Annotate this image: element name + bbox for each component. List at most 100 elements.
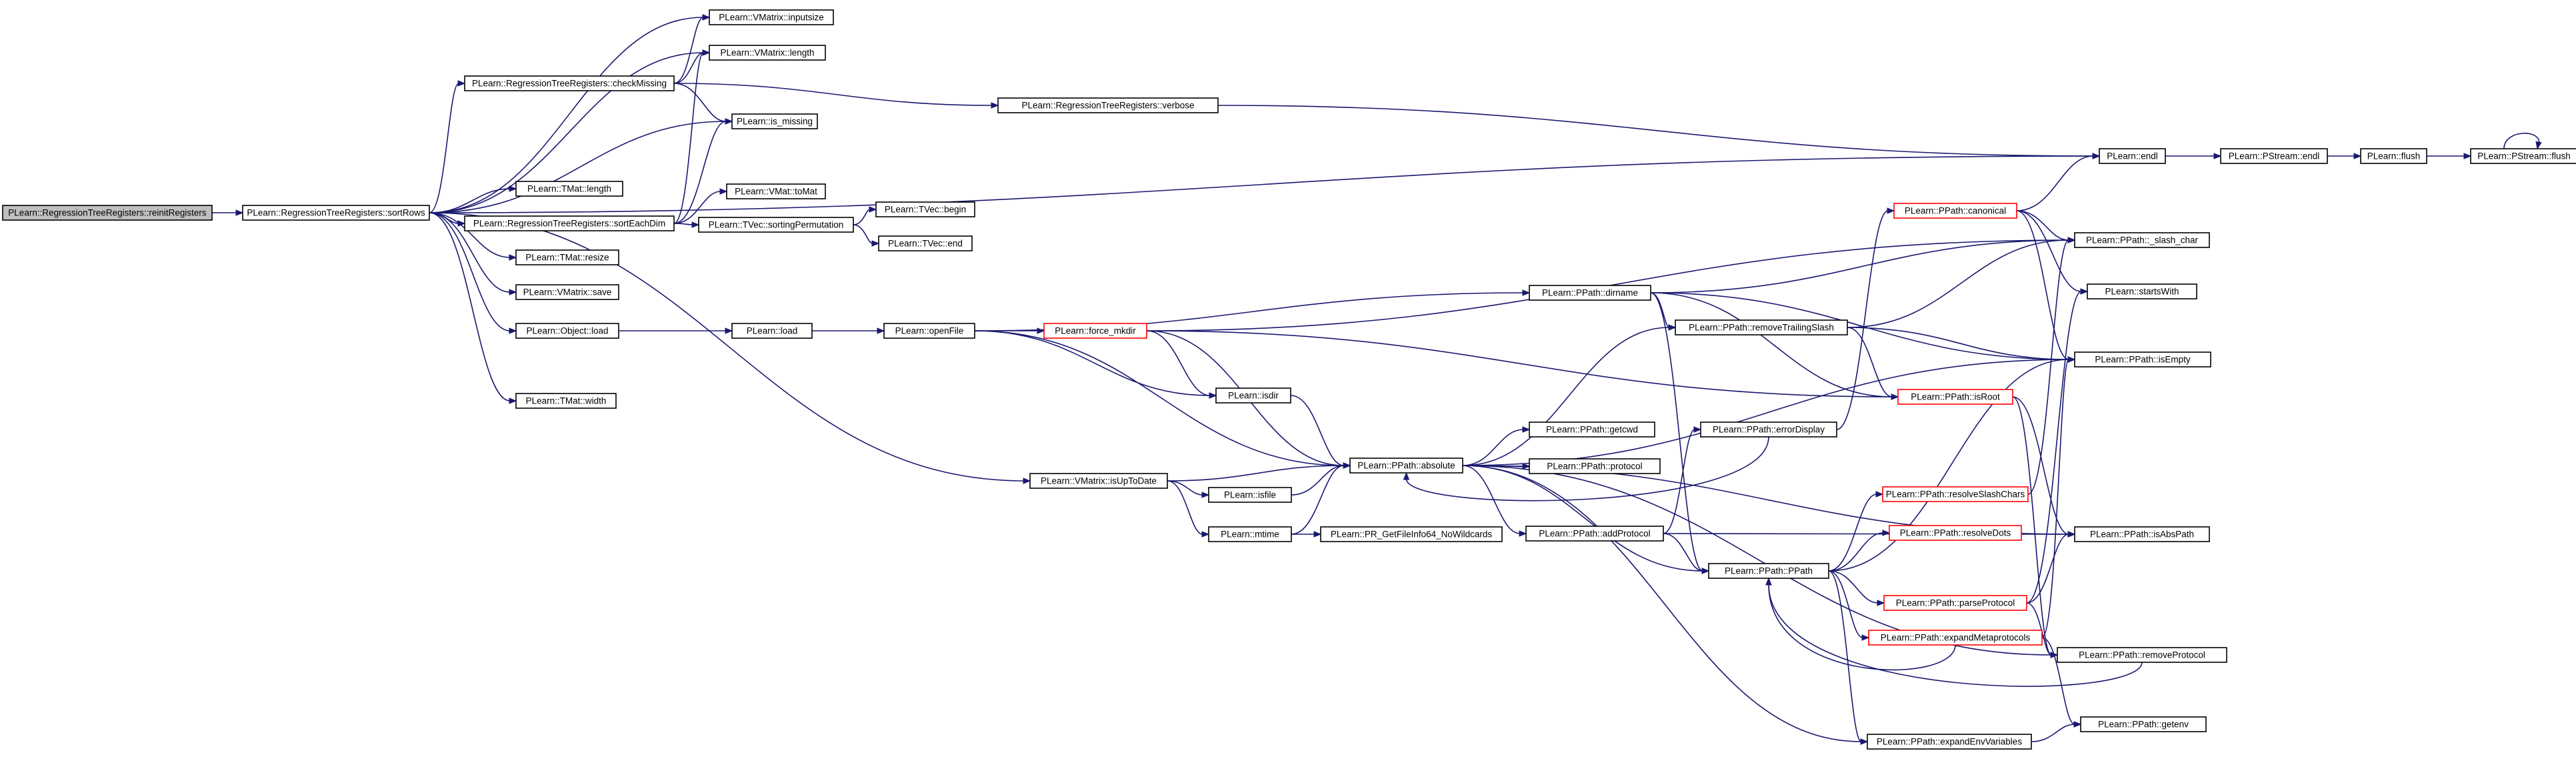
edge-dirname-to-isRoot bbox=[1650, 292, 1893, 398]
node-inputsize[interactable]: PLearn::VMatrix::inputsize bbox=[709, 9, 834, 25]
edge-parseProtocol-to-removeProtocol bbox=[2026, 602, 2052, 656]
node-vmlength[interactable]: PLearn::VMatrix::length bbox=[709, 45, 826, 61]
arrowhead bbox=[2213, 153, 2222, 159]
node-psendl[interactable]: PLearn::PStream::endl bbox=[2220, 148, 2328, 164]
node-label: PLearn::RegressionTreeRegisters::sortEac… bbox=[473, 219, 665, 229]
node-mtime[interactable]: PLearn::mtime bbox=[1208, 526, 1292, 542]
arrowhead bbox=[1201, 492, 1210, 498]
node-protocol[interactable]: PLearn::PPath::protocol bbox=[1529, 458, 1661, 474]
node-absolute[interactable]: PLearn::PPath::absolute bbox=[1349, 458, 1463, 474]
node-expandMeta[interactable]: PLearn::PPath::expandMetaprotocols bbox=[1868, 630, 2043, 646]
arrowhead bbox=[1701, 568, 1710, 574]
node-save[interactable]: PLearn::VMatrix::save bbox=[515, 284, 619, 300]
edge-removeTrailing-to-isEmpty bbox=[1847, 327, 2069, 360]
node-label: PLearn::RegressionTreeRegisters::checkMi… bbox=[472, 79, 667, 89]
node-box bbox=[1893, 203, 2017, 219]
node-reinit[interactable]: PLearn::RegressionTreeRegisters::reinitR… bbox=[2, 205, 213, 221]
edge-canonical-to-startsWith bbox=[2016, 210, 2082, 292]
edge-sortEachDim-to-toMat bbox=[673, 191, 721, 224]
edge-isUpToDate-to-mtime bbox=[1167, 480, 1203, 535]
node-errorDisplay[interactable]: PLearn::PPath::errorDisplay bbox=[1700, 422, 1837, 438]
node-box bbox=[709, 45, 826, 61]
node-dirname[interactable]: PLearn::PPath::dirname bbox=[1529, 285, 1651, 301]
node-isEmpty[interactable]: PLearn::PPath::isEmpty bbox=[2074, 351, 2211, 367]
arrowhead bbox=[1403, 472, 1410, 480]
node-isdir[interactable]: PLearn::isdir bbox=[1215, 387, 1291, 404]
node-endl[interactable]: PLearn::endl bbox=[2099, 148, 2166, 164]
node-load[interactable]: PLearn::load bbox=[731, 323, 813, 339]
node-isAbsPath[interactable]: PLearn::PPath::isAbsPath bbox=[2074, 526, 2210, 542]
arrowhead bbox=[1891, 394, 1899, 400]
node-tmlength[interactable]: PLearn::TMat::length bbox=[515, 181, 623, 197]
node-tvend[interactable]: PLearn::TVec::end bbox=[878, 235, 973, 251]
node-resolveSlash[interactable]: PLearn::PPath::resolveSlashChars bbox=[1882, 486, 2029, 502]
arrowhead bbox=[1668, 324, 1677, 331]
edge-canonical-to-slashchar bbox=[2016, 210, 2069, 241]
arrowhead bbox=[509, 398, 517, 404]
node-ismissing[interactable]: PLearn::is_missing bbox=[731, 113, 818, 129]
edge-expandEnv-to-getenv bbox=[2031, 724, 2075, 742]
node-openFile[interactable]: PLearn::openFile bbox=[883, 323, 975, 339]
node-removeProtocol[interactable]: PLearn::PPath::removeProtocol bbox=[2057, 647, 2227, 663]
node-box bbox=[726, 183, 826, 199]
node-toMat[interactable]: PLearn::VMat::toMat bbox=[726, 183, 826, 199]
node-box bbox=[2360, 148, 2427, 164]
node-box bbox=[1868, 630, 2043, 646]
edge-checkMissing-to-verbose bbox=[673, 83, 993, 106]
node-objload[interactable]: PLearn::Object::load bbox=[515, 323, 619, 339]
node-startsWith[interactable]: PLearn::startsWith bbox=[2087, 283, 2197, 299]
arrowhead bbox=[719, 188, 728, 195]
node-box bbox=[875, 201, 975, 217]
node-verbose[interactable]: PLearn::RegressionTreeRegisters::verbose bbox=[997, 97, 1219, 113]
node-checkMissing[interactable]: PLearn::RegressionTreeRegisters::checkMi… bbox=[464, 75, 675, 91]
arrowhead bbox=[725, 118, 733, 125]
node-label: PLearn::PPath::resolveSlashChars bbox=[1886, 490, 2025, 500]
node-getenv[interactable]: PLearn::PPath::getenv bbox=[2080, 716, 2207, 732]
edge-ppath-to-parseProtocol bbox=[1828, 570, 1879, 604]
node-resolveDots[interactable]: PLearn::PPath::resolveDots bbox=[1889, 525, 2022, 541]
node-label: PLearn::PPath::expandMetaprotocols bbox=[1881, 633, 2031, 643]
edge-resolveSlash-to-slashchar bbox=[2027, 239, 2069, 495]
node-canonical[interactable]: PLearn::PPath::canonical bbox=[1893, 203, 2017, 219]
node-getcwd[interactable]: PLearn::PPath::getcwd bbox=[1529, 422, 1655, 438]
node-flush[interactable]: PLearn::flush bbox=[2360, 148, 2427, 164]
nodes-layer: PLearn::RegressionTreeRegisters::reinitR… bbox=[2, 9, 2576, 750]
node-box bbox=[1529, 285, 1651, 301]
node-psflush[interactable]: PLearn::PStream::flush bbox=[2470, 148, 2576, 164]
edge-mtime-to-absolute bbox=[1291, 465, 1345, 535]
node-tmwidth[interactable]: PLearn::TMat::width bbox=[515, 393, 617, 409]
node-sortPerm[interactable]: PLearn::TVec::sortingPermutation bbox=[698, 217, 854, 233]
node-prget[interactable]: PLearn::PR_GetFileInfo64_NoWildcards bbox=[1320, 526, 1503, 542]
node-label: PLearn::PPath::addProtocol bbox=[1539, 529, 1650, 539]
edge-expandMeta-to-getenv bbox=[2041, 637, 2075, 725]
node-label: PLearn::endl bbox=[2107, 151, 2158, 161]
node-isfile[interactable]: PLearn::isfile bbox=[1208, 487, 1292, 503]
arrowhead bbox=[1023, 478, 1031, 484]
node-label: PLearn::is_missing bbox=[737, 117, 813, 127]
node-box bbox=[515, 284, 619, 300]
arrowhead bbox=[509, 254, 517, 261]
node-box bbox=[709, 9, 834, 25]
arrowhead bbox=[457, 80, 466, 87]
node-label: PLearn::PPath::protocol bbox=[1547, 462, 1642, 472]
node-tvbegin[interactable]: PLearn::TVec::begin bbox=[875, 201, 975, 217]
arrowhead bbox=[2067, 531, 2076, 538]
edge-expandMeta-to-ppath bbox=[1768, 584, 1956, 671]
node-resize[interactable]: PLearn::TMat::resize bbox=[515, 249, 619, 265]
edge-dirname-to-slashchar bbox=[1650, 239, 2069, 293]
node-isUpToDate[interactable]: PLearn::VMatrix::isUpToDate bbox=[1029, 473, 1168, 489]
edge-dirname-to-ppath bbox=[1650, 292, 1703, 572]
node-box bbox=[1675, 319, 1848, 335]
node-removeTrailing[interactable]: PLearn::PPath::removeTrailingSlash bbox=[1675, 319, 1848, 335]
node-sortEachDim[interactable]: PLearn::RegressionTreeRegisters::sortEac… bbox=[464, 215, 675, 231]
node-sortRows[interactable]: PLearn::RegressionTreeRegisters::sortRow… bbox=[242, 205, 430, 221]
node-forcemkdir[interactable]: PLearn::force_mkdir bbox=[1043, 323, 1147, 339]
node-addProtocol[interactable]: PLearn::PPath::addProtocol bbox=[1525, 526, 1664, 542]
arrowhead bbox=[1765, 577, 1772, 586]
node-parseProtocol[interactable]: PLearn::PPath::parseProtocol bbox=[1883, 595, 2027, 611]
node-expandEnv[interactable]: PLearn::PPath::expandEnvVariables bbox=[1867, 734, 2032, 750]
node-isRoot[interactable]: PLearn::PPath::isRoot bbox=[1897, 389, 2013, 405]
node-slashchar[interactable]: PLearn::PPath::_slash_char bbox=[2074, 232, 2210, 248]
edge-forcemkdir-to-isRoot bbox=[1146, 330, 1893, 398]
node-ppath[interactable]: PLearn::PPath::PPath bbox=[1708, 563, 1829, 579]
